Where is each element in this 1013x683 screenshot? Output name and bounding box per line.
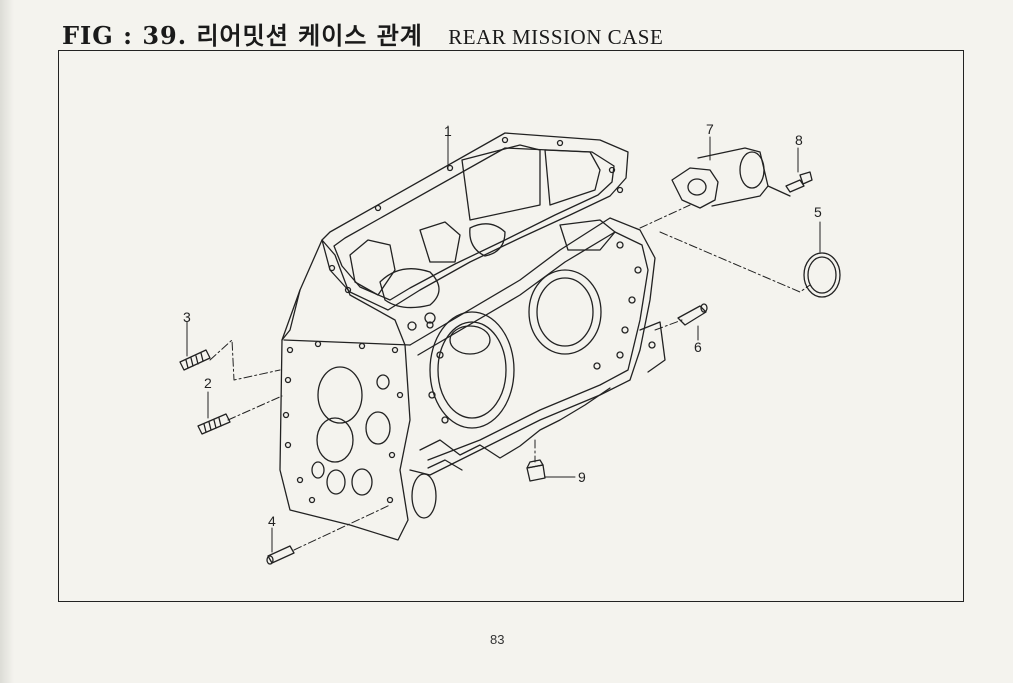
callout-6: 6 [694, 339, 702, 355]
sleeve-cover [671, 147, 791, 209]
figure-english-title: REAR MISSION CASE [448, 25, 664, 49]
callout-5: 5 [814, 204, 822, 220]
stud-bolt-upper [179, 349, 211, 371]
scan-edge-shadow [0, 0, 14, 683]
stud-bolt-lower [197, 413, 231, 435]
callout-1: 1 [444, 123, 452, 139]
page-number: 83 [490, 632, 505, 647]
callout-8: 8 [795, 132, 803, 148]
figure-label: FIG : 39. [62, 21, 188, 50]
seal-ring [803, 252, 841, 298]
callout-9: 9 [578, 469, 586, 485]
drawing-frame [58, 50, 964, 602]
callout-7: 7 [706, 121, 714, 137]
rear-mission-case [279, 132, 666, 541]
callout-4: 4 [268, 513, 276, 529]
dowel-pin [266, 545, 295, 565]
callout-3: 3 [183, 309, 191, 325]
leader-lines [186, 125, 821, 553]
figure-title: FIG : 39. 리어밋션 케이스 관계 REAR MISSION CASE [62, 16, 664, 50]
bolt [785, 171, 813, 193]
figure-korean-title: 리어밋션 케이스 관계 [196, 21, 423, 50]
callout-2: 2 [204, 375, 212, 391]
drain-plug [526, 459, 546, 482]
stud-bolt [677, 303, 708, 326]
